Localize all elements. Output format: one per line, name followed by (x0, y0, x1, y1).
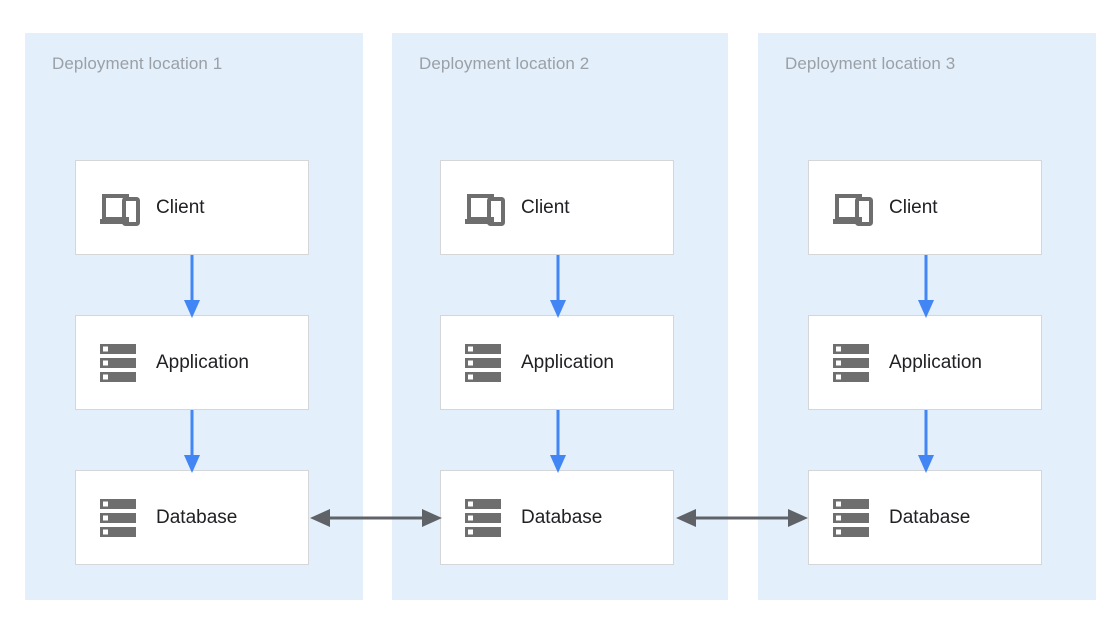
server-stack-icon (98, 496, 142, 540)
node-client-3[interactable]: Client (808, 160, 1042, 255)
node-label: Client (889, 196, 938, 218)
connector-database-1-to-database-2 (310, 505, 442, 531)
node-database-2[interactable]: Database (440, 470, 674, 565)
connector-application-1-to-database-1 (181, 410, 203, 473)
client-devices-icon (98, 186, 142, 230)
client-devices-icon (831, 186, 875, 230)
node-label: Application (889, 351, 982, 373)
connector-client-1-to-application-1 (181, 255, 203, 318)
node-application-1[interactable]: Application (75, 315, 309, 410)
node-label: Application (156, 351, 249, 373)
node-client-2[interactable]: Client (440, 160, 674, 255)
node-label: Client (521, 196, 570, 218)
server-stack-icon (463, 496, 507, 540)
client-devices-icon (463, 186, 507, 230)
node-database-3[interactable]: Database (808, 470, 1042, 565)
node-label: Application (521, 351, 614, 373)
node-label: Database (889, 506, 971, 528)
server-stack-icon (831, 496, 875, 540)
server-stack-icon (98, 341, 142, 385)
zone-title: Deployment location 3 (785, 54, 956, 73)
zone-title: Deployment location 1 (52, 54, 223, 73)
connector-client-3-to-application-3 (915, 255, 937, 318)
node-database-1[interactable]: Database (75, 470, 309, 565)
node-application-3[interactable]: Application (808, 315, 1042, 410)
node-client-1[interactable]: Client (75, 160, 309, 255)
node-application-2[interactable]: Application (440, 315, 674, 410)
zone-title: Deployment location 2 (419, 54, 590, 73)
connector-application-3-to-database-3 (915, 410, 937, 473)
server-stack-icon (831, 341, 875, 385)
connector-client-2-to-application-2 (547, 255, 569, 318)
node-label: Database (521, 506, 603, 528)
server-stack-icon (463, 341, 507, 385)
node-label: Database (156, 506, 238, 528)
connector-database-2-to-database-3 (676, 505, 808, 531)
connector-application-2-to-database-2 (547, 410, 569, 473)
node-label: Client (156, 196, 205, 218)
